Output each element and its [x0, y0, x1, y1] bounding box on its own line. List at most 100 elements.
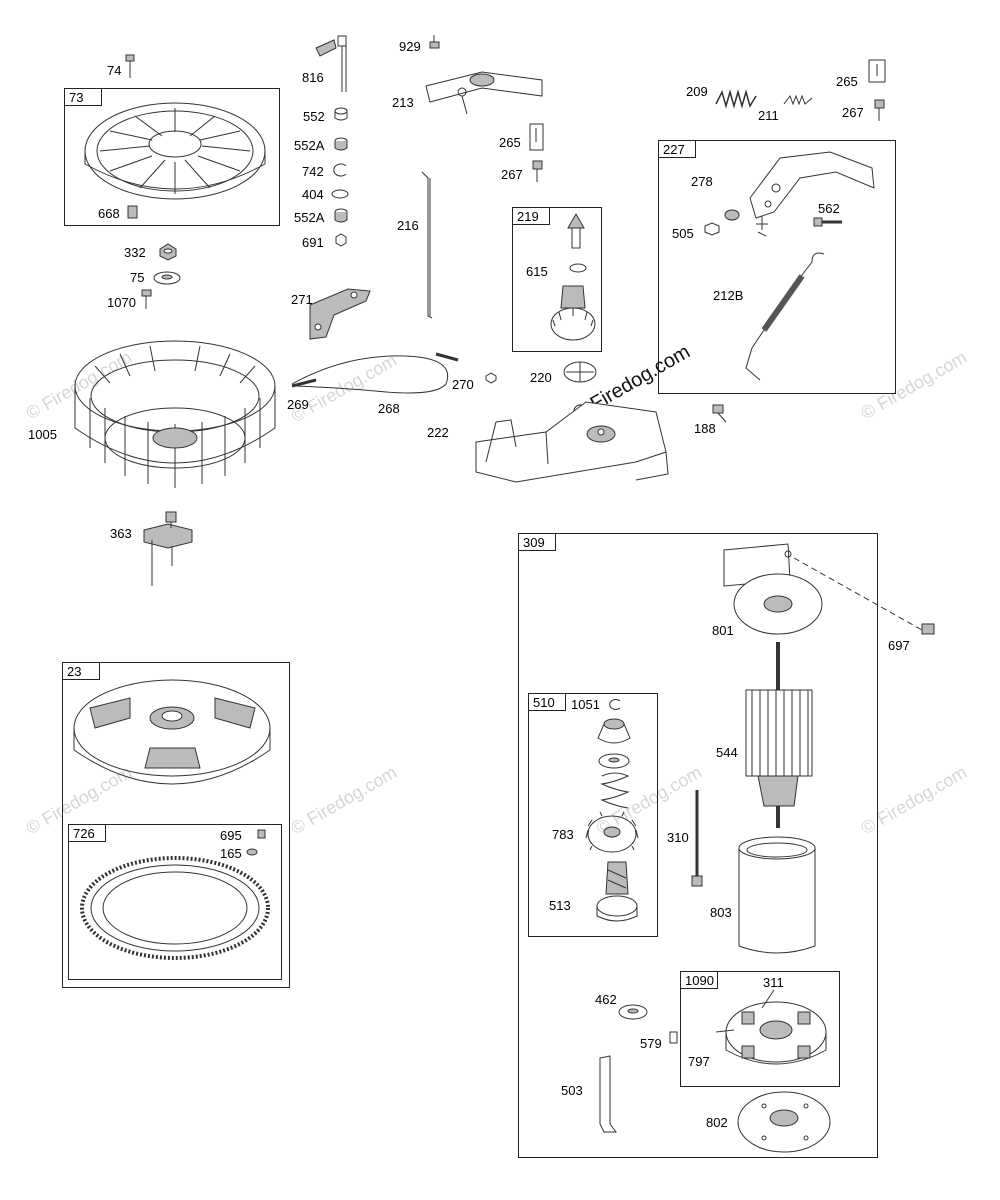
part-label-697: 697 [888, 638, 910, 653]
box-23: 23 [62, 662, 290, 988]
box-309: 309 [518, 533, 878, 1158]
box-tag-73: 73 [64, 88, 102, 106]
governor-gear-art [550, 285, 596, 341]
part-label-311: 311 [763, 975, 784, 990]
part-552a-bottom-art [334, 208, 348, 223]
part-929-art [429, 35, 440, 49]
part-691-art [335, 233, 347, 247]
part-579-art [669, 1031, 678, 1044]
part-220-art [563, 361, 597, 383]
part-label-503: 503 [561, 1083, 583, 1098]
box-tag-726: 726 [68, 824, 106, 842]
part-label-1005: 1005 [28, 427, 57, 442]
part-222-bracket-art [475, 401, 669, 483]
part-label-165: 165 [220, 846, 242, 861]
part-label-212b: 212B [713, 288, 744, 303]
part-label-929: 929 [399, 39, 421, 54]
blower-housing-art [84, 102, 266, 200]
part-278-art [724, 209, 740, 221]
part-label-797: 797 [688, 1054, 710, 1069]
part-label-513: 513 [549, 898, 571, 913]
part-802-end-plate-art [737, 1091, 831, 1153]
part-label-802: 802 [706, 1115, 728, 1130]
part-404-art [331, 189, 349, 199]
part-label-579: 579 [640, 1036, 662, 1051]
part-label-332: 332 [124, 245, 146, 260]
part-74-art [125, 54, 135, 78]
part-label-668: 668 [98, 206, 120, 221]
part-label-188: 188 [694, 421, 716, 436]
brush-plate-art [715, 989, 827, 1065]
part-742-art [333, 163, 347, 177]
part-label-552: 552 [303, 109, 325, 124]
part-552a-top-art [334, 137, 348, 151]
part-213-art [425, 71, 543, 115]
part-label-75: 75 [130, 270, 145, 285]
part-label-270: 270 [452, 377, 474, 392]
part-165-art [246, 848, 258, 856]
box-tag-219: 219 [512, 207, 550, 225]
box-510: 510 [528, 693, 658, 937]
box-tag-23: 23 [62, 662, 100, 680]
part-801-end-cap-art [723, 543, 823, 635]
box-726: 726 [68, 824, 282, 980]
part-209-spring-art [715, 89, 757, 109]
ring-gear-art [80, 856, 270, 960]
part-212b-art [745, 252, 825, 381]
part-695-art [257, 829, 266, 839]
flywheel-art [73, 679, 271, 785]
part-label-691: 691 [302, 235, 324, 250]
part-label-552a-bottom: 552A [294, 210, 325, 225]
part-513-drive-art [596, 861, 638, 922]
part-label-803: 803 [710, 905, 732, 920]
part-label-544: 544 [716, 745, 738, 760]
box-tag-1090: 1090 [680, 971, 718, 989]
flywheel-fan-art [74, 340, 276, 488]
part-227-bracket-art [749, 151, 875, 219]
part-552-art [334, 107, 348, 121]
part-1051-art [609, 699, 621, 710]
cable-268-269-art [291, 352, 459, 394]
part-label-783: 783 [552, 827, 574, 842]
part-75-art [153, 271, 181, 285]
part-label-267-right: 267 [842, 105, 864, 120]
part-544-armature-art [745, 642, 813, 828]
part-219-pin-art [567, 212, 585, 249]
part-label-268: 268 [378, 401, 400, 416]
part-216-art [421, 171, 433, 319]
part-265-center-art [529, 123, 544, 151]
part-label-505: 505 [672, 226, 694, 241]
box-227: 227 [658, 140, 896, 394]
part-278-clip-art [756, 216, 768, 237]
part-211-spring-art [783, 94, 813, 106]
part-503-art [599, 1055, 617, 1133]
part-697-screw-art [793, 557, 935, 635]
part-label-271: 271 [291, 292, 313, 307]
watermark-faint-center-low: © Firedog.com [287, 761, 401, 839]
part-label-267-center: 267 [501, 167, 523, 182]
part-783-pinion-art [585, 811, 639, 853]
part-label-269: 269 [287, 397, 309, 412]
part-510-cap-art [597, 718, 631, 744]
part-label-265-center: 265 [499, 135, 521, 150]
part-label-1051: 1051 [571, 697, 600, 712]
part-label-462: 462 [595, 992, 617, 1007]
box-219: 219 [512, 207, 602, 352]
part-505-art [704, 222, 720, 236]
part-188-art [712, 404, 727, 423]
part-label-278: 278 [691, 174, 713, 189]
part-267-right-art [874, 99, 885, 121]
part-271-art [309, 288, 371, 340]
part-363-art [143, 511, 193, 586]
part-label-615: 615 [526, 264, 548, 279]
part-label-74: 74 [107, 63, 122, 78]
part-label-209: 209 [686, 84, 708, 99]
part-816-art [315, 35, 347, 92]
part-label-211: 211 [758, 108, 779, 123]
part-270-art [485, 372, 497, 384]
part-label-216: 216 [397, 218, 419, 233]
part-332-art [159, 243, 177, 261]
part-668-art [127, 205, 138, 219]
part-615-art [569, 263, 587, 273]
